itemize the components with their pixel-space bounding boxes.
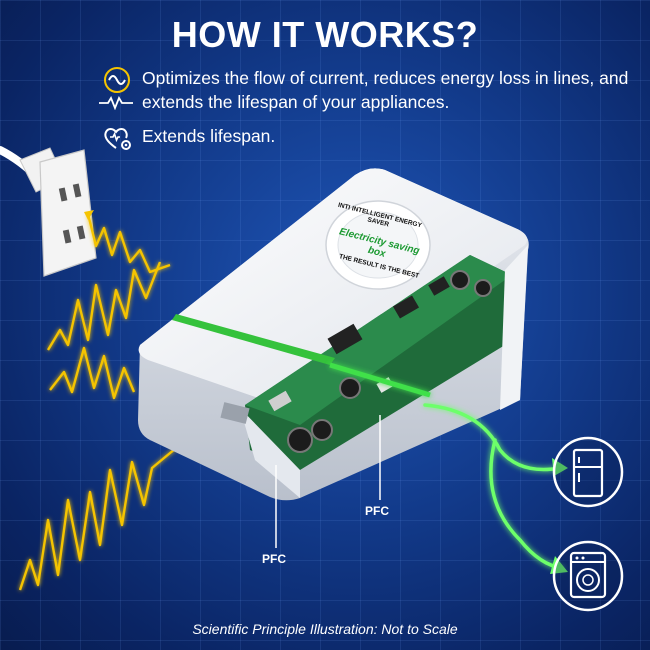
- pfc-leader-lines: [275, 415, 381, 548]
- pfc-label-right: PFC: [365, 504, 389, 518]
- feature-optimizes-current: Optimizes the flow of current, reduces e…: [142, 68, 629, 112]
- disclaimer-footer: Scientific Principle Illustration: Not t…: [192, 621, 458, 637]
- page-title: HOW IT WORKS?: [171, 14, 479, 55]
- pfc-label-left: PFC: [262, 552, 286, 566]
- dirty-current-waves: [18, 213, 187, 591]
- heart-gear-icon: [104, 128, 131, 150]
- feature-extends-lifespan: Extends lifespan.: [142, 126, 276, 146]
- energy-saver-device: [138, 168, 529, 501]
- washing-machine-icon: [552, 540, 624, 612]
- current-line-icon: [99, 96, 133, 110]
- refrigerator-icon: [552, 436, 624, 508]
- sine-wave-icon: [104, 67, 130, 93]
- wall-socket-icon: [0, 146, 97, 277]
- device-badge: [325, 200, 431, 290]
- clean-current-output: [423, 403, 564, 570]
